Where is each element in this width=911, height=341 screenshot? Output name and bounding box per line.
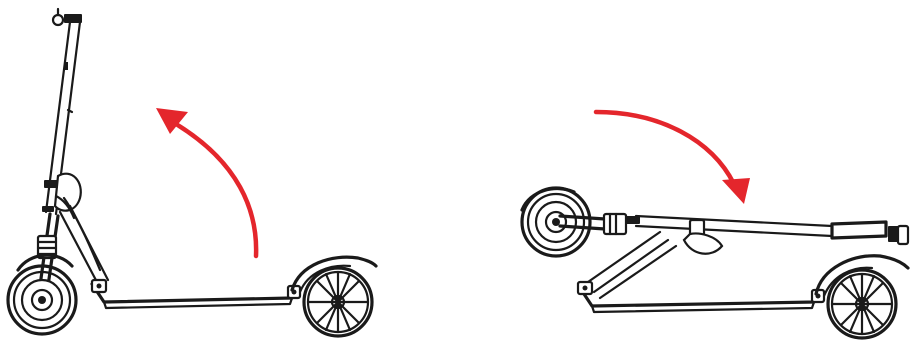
fold-arrowhead	[722, 178, 750, 204]
down-tube-folded	[588, 232, 676, 298]
front-wheel-folded	[522, 188, 590, 256]
rear-wheel-folded	[828, 270, 896, 338]
deck	[92, 280, 300, 308]
unfolded-scooter	[8, 9, 376, 336]
rear-wheel	[304, 268, 372, 336]
unfold-arrow	[156, 108, 256, 256]
handlebar-grip	[53, 9, 82, 25]
fold-arrow	[596, 112, 750, 204]
folding-latch-folded	[684, 234, 722, 254]
steering-stem-folded	[636, 216, 908, 244]
folded-scooter	[522, 112, 908, 338]
